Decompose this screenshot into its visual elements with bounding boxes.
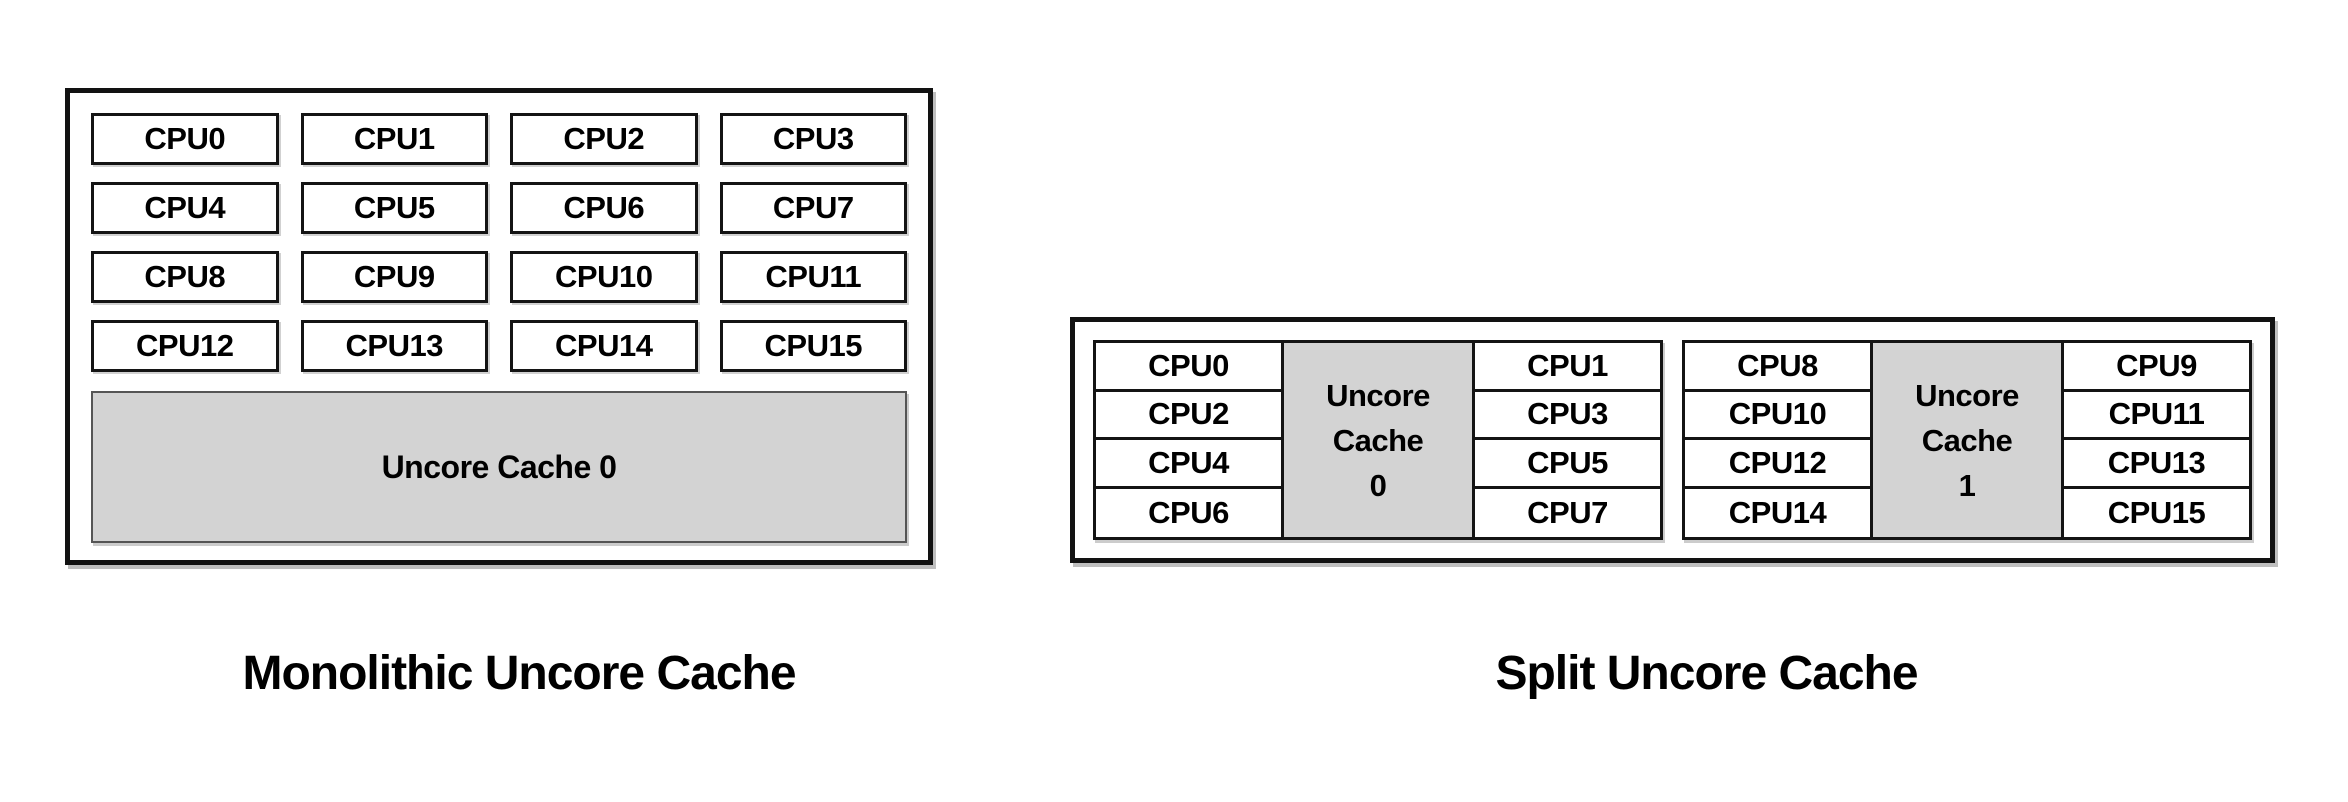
uncore-cache-0-box: Uncore Cache 0 — [91, 391, 907, 543]
cpu-box: CPU9 — [2064, 343, 2249, 392]
monolithic-diagram: CPU0 CPU1 CPU2 CPU3 CPU4 CPU5 CPU6 CPU7 … — [65, 88, 933, 565]
cpu-box: CPU9 — [300, 251, 488, 303]
cpu-cluster-0: CPU0 CPU2 CPU4 CPU6 Uncore Cache 0 CPU1 … — [1093, 340, 1663, 540]
cpu-box: CPU5 — [300, 182, 488, 234]
cpu-box: CPU14 — [510, 320, 698, 372]
cluster-0-odd-cpu-column: CPU1 CPU3 CPU5 CPU7 — [1472, 343, 1660, 537]
cpu-cluster-1: CPU8 CPU10 CPU12 CPU14 Uncore Cache 1 CP… — [1682, 340, 2252, 540]
split-caption: Split Uncore Cache — [1495, 647, 1918, 700]
cpu-box: CPU2 — [510, 113, 698, 165]
uncore-cache-1-box: Uncore Cache 1 — [1873, 343, 2061, 537]
cpu-box: CPU12 — [1685, 440, 1870, 489]
cpu-box: CPU0 — [1096, 343, 1281, 392]
cpu-box: CPU5 — [1475, 440, 1660, 489]
cpu-box: CPU1 — [1475, 343, 1660, 392]
cache-label-line: Uncore — [1326, 377, 1430, 413]
cpu-box: CPU7 — [719, 182, 907, 234]
monolithic-caption: Monolithic Uncore Cache — [242, 647, 796, 700]
cpu-box: CPU12 — [91, 320, 279, 372]
cpu-box: CPU13 — [2064, 440, 2249, 489]
cpu-box: CPU7 — [1475, 488, 1660, 537]
split-diagram: CPU0 CPU2 CPU4 CPU6 Uncore Cache 0 CPU1 … — [1070, 317, 2275, 563]
cpu-box: CPU8 — [1685, 343, 1870, 392]
cpu-box: CPU10 — [1685, 391, 1870, 440]
uncore-cache-0-box: Uncore Cache 0 — [1284, 343, 1472, 537]
cpu-box: CPU8 — [91, 251, 279, 303]
cluster-0-even-cpu-column: CPU0 CPU2 CPU4 CPU6 — [1096, 343, 1284, 537]
monolithic-cpu-grid: CPU0 CPU1 CPU2 CPU3 CPU4 CPU5 CPU6 CPU7 … — [91, 113, 907, 372]
cpu-box: CPU6 — [510, 182, 698, 234]
cpu-box: CPU1 — [300, 113, 488, 165]
cache-label-line: 0 — [1369, 467, 1387, 503]
cpu-box: CPU15 — [2064, 488, 2249, 537]
cluster-1-even-cpu-column: CPU8 CPU10 CPU12 CPU14 — [1685, 343, 1873, 537]
cpu-box: CPU15 — [719, 320, 907, 372]
cpu-box: CPU14 — [1685, 488, 1870, 537]
cache-label-line: Cache — [1921, 422, 2013, 458]
cpu-box: CPU10 — [510, 251, 698, 303]
cache-label-line: 1 — [1958, 467, 1976, 503]
cluster-1-odd-cpu-column: CPU9 CPU11 CPU13 CPU15 — [2061, 343, 2249, 537]
cpu-box: CPU3 — [1475, 391, 1660, 440]
cpu-box: CPU11 — [719, 251, 907, 303]
cpu-box: CPU0 — [91, 113, 279, 165]
cpu-box: CPU4 — [1096, 440, 1281, 489]
cache-label-line: Uncore — [1915, 377, 2019, 413]
cpu-box: CPU4 — [91, 182, 279, 234]
cpu-box: CPU2 — [1096, 391, 1281, 440]
cpu-box: CPU13 — [300, 320, 488, 372]
cpu-box: CPU6 — [1096, 488, 1281, 537]
cache-label-line: Cache — [1332, 422, 1424, 458]
cpu-box: CPU11 — [2064, 391, 2249, 440]
cpu-box: CPU3 — [719, 113, 907, 165]
